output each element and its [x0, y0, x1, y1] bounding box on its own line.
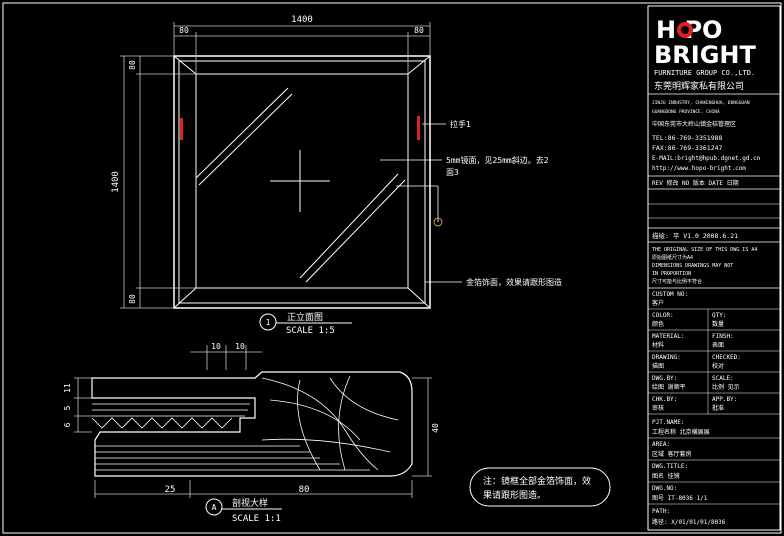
path-label: PATH:	[652, 508, 670, 515]
info-row: DWG.BY: 绘图 谢顺平 SCALE: 比例 见示	[648, 372, 780, 394]
reflection-line	[299, 173, 399, 279]
note-bubble: 注：镜框全部金箔饰面，效 果请跟形图造。	[469, 467, 611, 507]
handle-mark-left	[180, 118, 183, 140]
info-row: COLOR: 颜色 QTY: 数量	[648, 309, 780, 331]
dim-total-height: 1400	[111, 171, 121, 193]
note-line: 尺寸可能与比例不符合	[652, 278, 702, 285]
address-line: GUANGDONG PROVINCE, CHINA	[652, 109, 720, 115]
row-label: SCALE:	[712, 375, 734, 382]
dim-total-width: 1400	[291, 15, 313, 25]
row-value: 表面	[712, 341, 724, 349]
drawn-info: 描绘: 平 V1.0 2008.6.21	[652, 231, 738, 240]
callout-glass-1: 5mm镜面，见25mm斜边。去2	[446, 155, 549, 165]
dim-left-c: 6	[63, 422, 72, 427]
address-line: JINJU INDUSTRY, CHAKENGHUA, DONGGUAN	[652, 100, 750, 106]
section-profile	[91, 371, 413, 477]
dim-left-b: 5	[63, 405, 72, 410]
dim-top-a: 10	[211, 342, 221, 351]
note-line: 原始图纸尺寸为A4	[652, 254, 693, 261]
section-label-id: A	[212, 503, 217, 512]
row-label: MATERIAL:	[652, 333, 685, 340]
note-line: THE ORIGINAL SIZE OF THIS DWG IS A4	[652, 247, 757, 253]
row-label: QTY:	[712, 312, 726, 319]
logo-bright: BRIGHT	[654, 41, 756, 69]
row-label: FINSH:	[712, 333, 734, 340]
dim-bottom-b: 80	[299, 485, 310, 495]
row-label: CHK.BY:	[652, 396, 677, 403]
note-line-2: 果请跟形图造。	[483, 489, 546, 501]
row-label: COLOR:	[652, 312, 674, 319]
backing-hatch	[91, 417, 233, 429]
row-value: 客户	[652, 299, 664, 307]
row-label: CHECKED:	[712, 354, 741, 361]
rev-header: REV 修改 NO 版本 DATE 日期	[652, 179, 739, 187]
row-label: DWG.BY:	[652, 375, 677, 382]
path-value: 路径: X/01/01/01/8036	[652, 518, 726, 526]
address-web: http://www.hopo-bright.com	[652, 165, 746, 172]
view-label-title: 正立面图	[287, 311, 323, 323]
note-line-1: 注：镜框全部金箔饰面，效	[483, 475, 591, 487]
note-line: DIMENSIONS DRAWINGS MAY NOT	[652, 263, 733, 269]
area-label: AREA:	[652, 441, 670, 448]
callout-glass-2: 面3	[446, 168, 459, 177]
dim-right-margin: 80	[414, 26, 424, 35]
row-label: DRAWING:	[652, 354, 681, 361]
mirror-frame-outer	[173, 55, 431, 309]
row-value: 校对	[712, 362, 724, 370]
reflection-line	[195, 87, 289, 179]
dwg-no-label: DWG.NO:	[652, 485, 677, 492]
view-label-id: 1	[266, 318, 271, 327]
dim-top-b: 10	[235, 342, 245, 351]
address-email: E-MAIL:bright@hpub.dgnet.gd.cn	[652, 155, 761, 162]
section-label-title: 剖视大样	[232, 497, 268, 509]
pjt-value: 工程名称 北京横展展	[652, 428, 710, 436]
handle-mark-right	[417, 116, 420, 140]
dim-bottom-margin: 80	[128, 294, 137, 304]
mirror-glass	[195, 73, 409, 289]
row-value: 描图	[652, 362, 664, 370]
dwg-title-value: 图名 挂镜	[652, 472, 680, 480]
info-row: MATERIAL: 材料 FINSH: 表面	[648, 330, 780, 352]
row-value: 颜色	[652, 320, 664, 328]
pjt-label: PJT.NAME:	[652, 419, 685, 426]
info-row: CHK.BY: 审核 APP.BY: 批准	[648, 393, 780, 415]
address-line: 中国东莞市大岭山镇金桔管理区	[652, 120, 736, 128]
section-view: 10 10 11 5 6 40	[63, 342, 440, 524]
address-fax: FAX:86-769-3361247	[652, 144, 723, 152]
note-line: IN PROPORTION	[652, 271, 691, 277]
dim-right: 40	[431, 423, 440, 433]
row-label: APP.BY:	[712, 396, 737, 403]
callout-handle: 拉手1	[450, 119, 471, 129]
row-value: 审核	[652, 404, 664, 412]
section-label-scale: SCALE 1:1	[232, 514, 281, 524]
row-value: 材料	[652, 341, 664, 349]
row-value: 绘图 谢顺平	[652, 383, 686, 391]
dim-top-margin: 80	[128, 60, 137, 70]
area-value: 区域 客厅套房	[652, 450, 692, 458]
address-tel: TEL:86-769-3351988	[652, 134, 723, 142]
front-view: 1400 80 80 1400 80 80 拉手1 5mm镜面，见25mm斜边。…	[111, 15, 562, 336]
dim-left-margin: 80	[179, 26, 189, 35]
view-label-scale: SCALE 1:5	[286, 326, 335, 336]
row-value: 批准	[712, 404, 724, 412]
row-label: CUSTOM NO:	[652, 291, 688, 298]
dim-left-a: 11	[63, 383, 72, 393]
mirror-frame-inner-edge	[178, 60, 426, 304]
row-value: 比例 见示	[712, 383, 740, 391]
callout-frame: 金箔饰面，效果请跟形图造	[466, 277, 562, 287]
info-row: DRAWING: 描图 CHECKED: 校对	[648, 351, 780, 373]
company-en: FURNITURE GROUP CO.,LTD.	[654, 69, 755, 77]
dwg-no-value: 图号 IT-8036 1/1	[652, 495, 708, 502]
dim-bottom-a: 25	[165, 485, 176, 495]
title-block: H PO BRIGHT FURNITURE GROUP CO.,LTD. 东莞明…	[647, 5, 781, 531]
row-value: 数量	[712, 320, 724, 328]
info-row: CUSTOM NO: 客户	[648, 291, 780, 310]
dwg-title-label: DWG.TITLE:	[652, 463, 688, 470]
company-cn: 东莞明辉家私有限公司	[654, 80, 744, 92]
